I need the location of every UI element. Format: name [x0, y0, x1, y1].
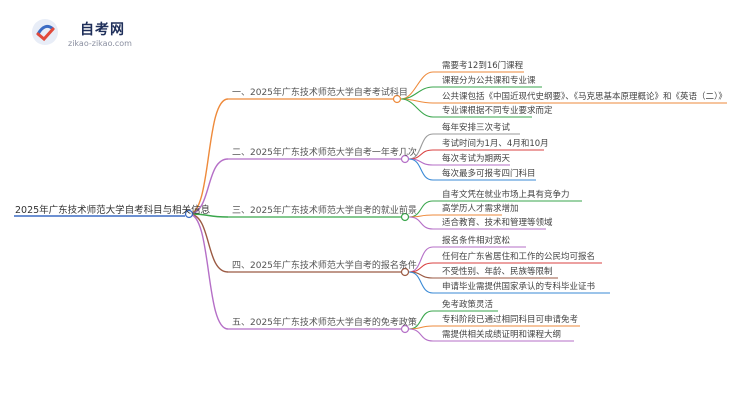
- leaf-label[interactable]: 每年安排三次考试: [442, 123, 511, 133]
- leaf-label[interactable]: 需要考12到16门课程: [442, 61, 524, 71]
- leaf-label[interactable]: 公共课包括《中国近现代史纲要》、《马克思基本原理概论》和《英语（二）》: [442, 92, 727, 102]
- branch-node-circle[interactable]: [392, 94, 402, 104]
- branch-connector: [188, 213, 229, 218]
- leaf-label[interactable]: 每次最多可报考四门科目: [442, 169, 536, 179]
- branch-connector: [188, 158, 229, 215]
- leaf-label[interactable]: 申请毕业需提供国家承认的专科毕业证书: [442, 282, 596, 292]
- branch-label[interactable]: 二、2025年广东技术师范大学自考一年考几次: [232, 148, 417, 158]
- branch-node-circle[interactable]: [400, 267, 410, 277]
- leaf-label[interactable]: 需提供相关成绩证明和课程大纲: [442, 330, 562, 340]
- branch-connector: [188, 213, 229, 330]
- leaf-label[interactable]: 每次考试为期两天: [442, 154, 511, 164]
- leaf-label[interactable]: 自考文凭在就业市场上具有竞争力: [442, 190, 570, 200]
- leaf-label[interactable]: 考试时间为1月、4月和10月: [442, 139, 549, 149]
- leaf-label[interactable]: 专业课根据不同专业要求而定: [442, 106, 553, 116]
- leaf-label[interactable]: 报名条件相对宽松: [442, 236, 511, 246]
- leaf-label[interactable]: 专科阶段已通过相同科目可申请免考: [442, 315, 579, 325]
- branch-node-circle[interactable]: [400, 154, 410, 164]
- leaf-connector: [408, 271, 434, 294]
- leaf-connector: [408, 328, 434, 342]
- branch-label[interactable]: 五、2025年广东技术师范大学自考的免考政策: [232, 318, 417, 328]
- leaf-label[interactable]: 课程分为公共课和专业课: [442, 76, 536, 86]
- branch-connector: [188, 98, 229, 215]
- leaf-label[interactable]: 适合教育、技术和管理等领域: [442, 218, 553, 228]
- logo-title: 自考网: [80, 22, 125, 38]
- root-node-circle[interactable]: [184, 209, 194, 219]
- branch-node-circle[interactable]: [400, 212, 410, 222]
- branch-node-circle[interactable]: [400, 324, 410, 334]
- root-topic[interactable]: 2025年广东技术师范大学自考科目与相关信息: [15, 205, 211, 216]
- leaf-label[interactable]: 免考政策灵活: [442, 300, 494, 310]
- leaf-label[interactable]: 不受性别、年龄、民族等限制: [442, 267, 553, 277]
- leaf-connector: [408, 158, 434, 181]
- branch-label[interactable]: 四、2025年广东技术师范大学自考的报名条件: [232, 261, 417, 271]
- leaf-connector: [400, 98, 434, 118]
- leaf-label[interactable]: 高学历人才需求增加: [442, 204, 519, 214]
- leaf-label[interactable]: 任何在广东省居住和工作的公民均可报名: [442, 252, 596, 262]
- logo-url: zikao-zikao.com: [68, 39, 132, 48]
- branch-connector: [188, 213, 229, 273]
- leaf-connector: [408, 216, 434, 230]
- logo-badge-icon: [32, 19, 58, 45]
- branch-label[interactable]: 三、2025年广东技术师范大学自考的就业前景: [232, 206, 417, 216]
- branch-label[interactable]: 一、2025年广东技术师范大学自考考试科目: [232, 88, 408, 98]
